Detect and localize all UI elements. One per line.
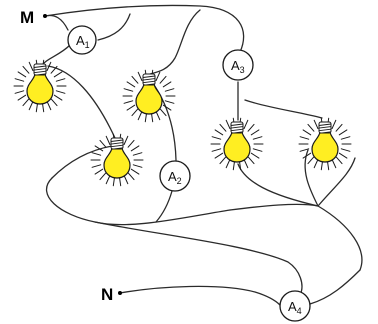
wire-bulb4-down — [237, 163, 319, 207]
wire-a2-down — [155, 190, 173, 223]
ammeter-a1: A1 — [67, 25, 97, 55]
terminal-n-dot — [118, 291, 122, 295]
wire-bulb1-bulb3 — [47, 65, 116, 139]
terminal-m-label: M — [20, 8, 34, 27]
wire-a3-bulb5 — [244, 99, 323, 119]
bulb-base — [110, 137, 124, 150]
ammeter-a3-circle — [222, 49, 254, 81]
bulb-glass — [103, 147, 131, 179]
ammeter-a4-circle — [279, 290, 311, 322]
bulb-glass — [135, 83, 163, 115]
wire-bus-a4 — [94, 221, 303, 296]
ammeter-a4-label: A4 — [288, 299, 302, 316]
wire-top-bulb2 — [149, 9, 201, 75]
terminal-m-dot — [43, 14, 47, 18]
bulb-base — [318, 121, 332, 134]
ammeter-a4: A4 — [279, 290, 311, 322]
bulb-base — [230, 121, 244, 134]
bulb-rays — [210, 117, 264, 171]
bulb-3 — [90, 133, 144, 187]
ammeter-a2: A2 — [159, 160, 191, 192]
wire-bulb5-down — [304, 149, 319, 207]
wire-a1-bulb1 — [42, 44, 71, 65]
wire-n-a4 — [119, 285, 281, 306]
bulb-base — [33, 63, 47, 76]
ammeter-a1-label: A1 — [76, 33, 90, 50]
bulb-base — [142, 73, 156, 86]
terminal-m: M — [20, 8, 47, 27]
ammeter-a3: A3 — [222, 49, 254, 81]
bulb-glass — [26, 73, 54, 105]
bulb-5 — [298, 117, 352, 171]
bulb-2 — [122, 69, 176, 123]
ammeter-a2-circle — [159, 160, 191, 192]
wire-top-main — [44, 4, 245, 53]
bulb-rays — [122, 69, 176, 123]
terminal-n-label: N — [101, 285, 113, 304]
bulb-glass — [223, 131, 251, 163]
terminal-n: N — [101, 285, 122, 304]
wire-lower-loop — [45, 177, 231, 226]
ammeter-a2-label: A2 — [168, 169, 182, 186]
wire-right-bus — [229, 157, 356, 211]
bulb-1 — [13, 59, 67, 113]
ammeter-a3-label: A3 — [231, 58, 245, 75]
ammeter-a1-circle — [67, 25, 97, 55]
bulb-4 — [210, 117, 264, 171]
bulbs — [13, 59, 352, 187]
wire-a4-right — [309, 269, 361, 305]
wire-a1-right — [97, 13, 131, 41]
wire-m-a1 — [44, 14, 69, 31]
wire-right-tail — [317, 205, 363, 271]
bulb-glass — [311, 131, 339, 163]
